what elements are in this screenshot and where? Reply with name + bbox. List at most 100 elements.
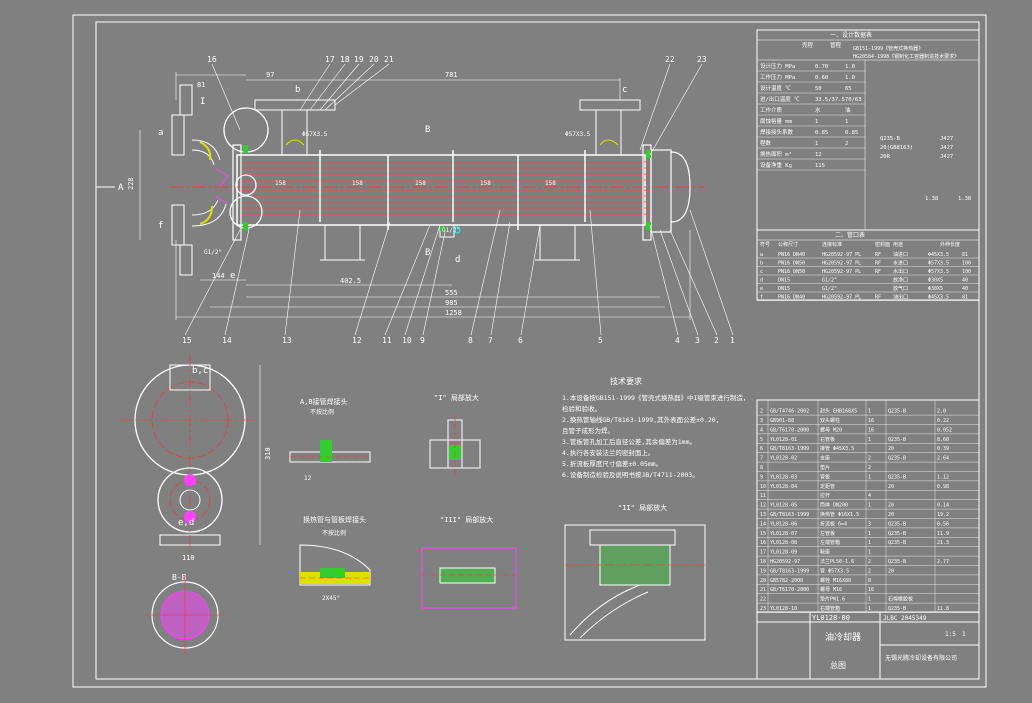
bom-cell: YL0128-04 — [770, 484, 797, 490]
title-drawing-no: JLBC 2045349 — [883, 615, 927, 622]
bom-cell: 右端管箱 — [820, 605, 840, 612]
nozzle-cell: DN15 — [778, 286, 790, 292]
detail-ii-title: "II" 局部放大 — [618, 503, 667, 512]
balloon-bottom-11: 11 — [382, 336, 392, 345]
bom-cell: 8 — [760, 465, 763, 471]
direction-b-label-bottom: B — [425, 248, 430, 258]
dim-402-5: 402.5 — [340, 277, 361, 285]
mark-i-label: I — [200, 97, 205, 107]
inner-frame — [95, 21, 980, 680]
bom-cell: YL0128-02 — [770, 456, 797, 462]
bom-cell: 0.052 — [937, 427, 952, 433]
design-cell: 1 — [815, 141, 818, 147]
baffles — [319, 150, 586, 230]
balloon-bottom-15: 15 — [182, 336, 192, 345]
tube-bundle — [240, 161, 650, 215]
balloon-leader — [224, 224, 251, 336]
balloon-leader — [324, 63, 375, 111]
detail-ii: "II" 局部放大 — [564, 503, 706, 641]
nozzle-cell: G1/2" — [822, 286, 837, 292]
bom-cell: GB/T8163-1999 — [770, 512, 809, 518]
nozzle-cell: PN16 DN40 — [778, 252, 805, 258]
left-channel-mid — [235, 174, 257, 196]
bom-cell: 5 — [760, 437, 763, 443]
nozzle-cell: PN16 DN40 — [778, 295, 805, 301]
design-cell: 0.85 — [845, 130, 858, 136]
tech-req-line: 2.换热管轴线GB/T8163-1999,其外表面公差±0.20, — [562, 415, 720, 424]
nozzle-d-label: d — [455, 255, 460, 265]
nozzle-cell: 水出口 — [893, 268, 908, 275]
bom-cell: 折流板 δ=4 — [820, 520, 847, 527]
bom-cell: GB/T8163-1999 — [770, 568, 809, 574]
bom-cell: 14 — [760, 521, 766, 527]
detail-i-title: "I" 局部放大 — [434, 393, 479, 402]
bom-cell: 垫片PN1.6 — [820, 596, 845, 603]
bom-cell: 20 — [888, 512, 894, 518]
balloon-leader — [334, 63, 390, 106]
bom-cell: 4 — [868, 493, 871, 499]
bom-cell: 1 — [868, 540, 871, 546]
balloon-leader — [404, 224, 441, 336]
material-cell: J427 — [940, 136, 953, 142]
end-view-dim-110: 110 — [182, 554, 195, 562]
nozzle-cell: 100 — [962, 261, 971, 267]
nozzle-a-label: a — [158, 128, 163, 138]
material-cell: 20R — [880, 154, 891, 160]
balloon-leader — [299, 63, 331, 111]
bom-cell: 法兰PL50-1.6 — [820, 558, 854, 565]
bom-cell: 0.98 — [937, 484, 949, 490]
bom-cell: 2 — [868, 568, 871, 574]
detail-ab-dim: 12 — [304, 475, 312, 482]
bom-cell: 2 — [868, 465, 871, 471]
nozzle-cell: b — [760, 261, 763, 267]
balloon-leader — [309, 63, 346, 111]
title-company: 无锡光腾冷却设备有限公司 — [885, 654, 957, 662]
bom-cell: HG20592-97 — [770, 559, 800, 565]
balloon-top-18: 18 — [340, 55, 350, 64]
bom-cell: 螺母 M16 — [820, 586, 842, 593]
nozzle-b-label: b — [295, 85, 300, 95]
dim-781: 781 — [445, 71, 458, 79]
left-tubesheet — [232, 144, 242, 241]
inner-dim-4: 158 — [480, 180, 491, 187]
bom-cell: 4 — [760, 427, 763, 433]
balloon-leader — [354, 221, 391, 336]
nozzle-header-cell: 外伸长度 — [940, 241, 960, 248]
nozzle-cell: 水进口 — [893, 260, 908, 267]
bom-cell: YL0128-09 — [770, 550, 797, 556]
balloon-bottom-9: 9 — [420, 336, 425, 345]
bom-cell: 管 Φ57X3.5 — [820, 567, 849, 574]
design-cell: 50 — [815, 86, 822, 92]
balloon-bottom-5: 5 — [598, 336, 603, 345]
magenta-detail-1 — [214, 167, 229, 187]
test-pressure-cell: 1.38 — [925, 196, 938, 202]
tech-req-line: 3.管板管孔加工后直径公差,其余偏差为1mm。 — [562, 437, 696, 446]
design-cell: 换热面积 m² — [760, 150, 792, 158]
nozzle-c-label: c — [622, 85, 627, 95]
bom-cell: 垫片 — [820, 464, 830, 471]
nozzle-cell: e — [760, 286, 763, 292]
nozzle-cell: PN16 DN50 — [778, 269, 805, 275]
bom-cell: 左管板 — [820, 530, 835, 537]
balloon-leader — [589, 209, 602, 336]
balloon-leader — [669, 229, 718, 336]
outer-frame — [72, 14, 987, 688]
design-cell: 2 — [845, 141, 848, 147]
design-data-table: 一、设计数据表 GB151-1999《管壳式换热器》 HG20584-1998《… — [756, 29, 980, 231]
bom-cell: GB/T8163-1999 — [770, 446, 809, 452]
bom-cell: 0.39 — [937, 446, 949, 452]
cyan-mark — [453, 226, 461, 234]
bom-cell: Q235-B — [888, 531, 906, 537]
bom-cell: 螺栓 M16X80 — [820, 577, 851, 584]
bom-cell: 20 — [888, 503, 894, 509]
nozzle-cell: 放净口 — [893, 277, 908, 284]
nozzle-cell: 100 — [962, 269, 971, 275]
bom-cell: 21.3 — [937, 540, 949, 546]
bom-cell: 2.64 — [937, 456, 949, 462]
bom-cell: 9 — [760, 474, 763, 480]
dim-97: 97 — [266, 71, 274, 79]
balloon-bottom-7: 7 — [488, 336, 493, 345]
design-cell: 1.0 — [845, 64, 855, 70]
nozzle-cell: HG20592-97 PL — [822, 295, 861, 301]
